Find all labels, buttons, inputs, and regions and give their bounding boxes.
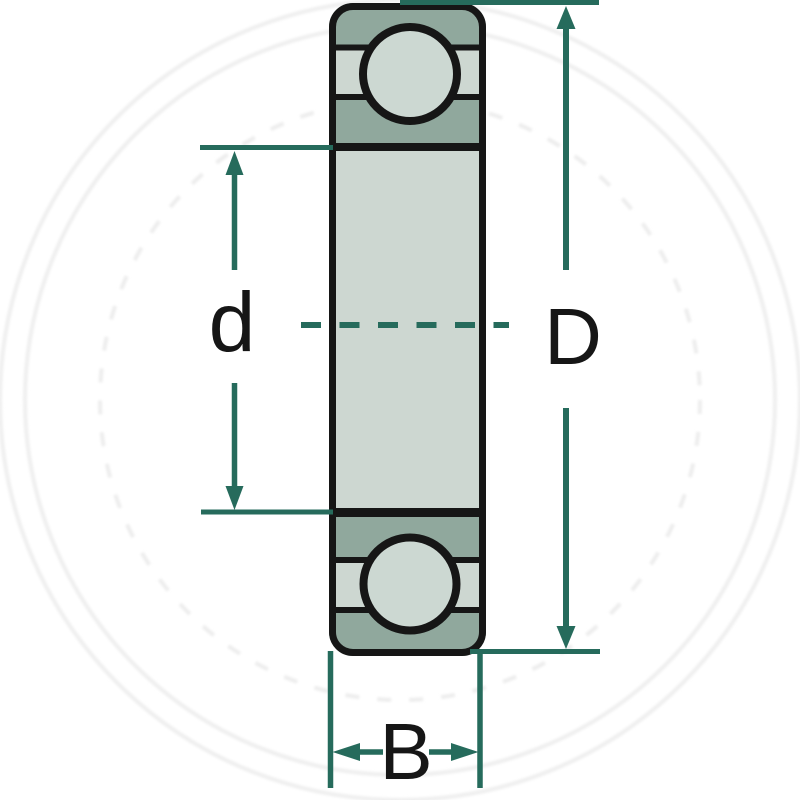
svg-text:B: B	[379, 707, 432, 796]
svg-text:D: D	[544, 292, 602, 381]
svg-text:d: d	[209, 275, 256, 369]
